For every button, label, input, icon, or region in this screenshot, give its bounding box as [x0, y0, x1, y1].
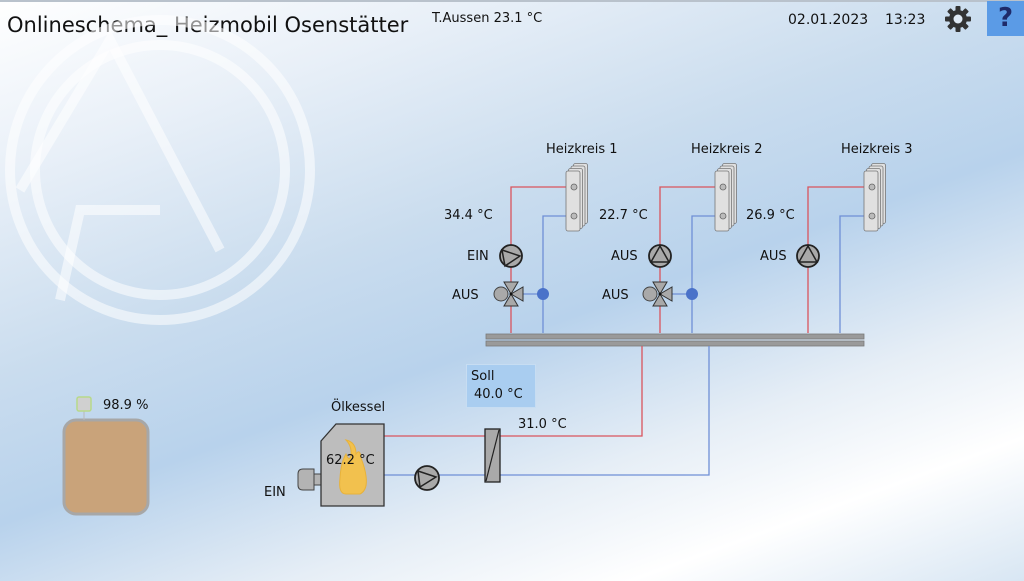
main-pipes: [384, 346, 710, 476]
radiator-circuit-2[interactable]: [714, 163, 737, 232]
date-display: 02.01.2023: [788, 12, 869, 28]
boiler-name: Ölkessel: [331, 400, 386, 415]
burner-state: EIN: [264, 485, 286, 500]
outside-temperature: T.Aussen 23.1 °C: [432, 11, 543, 26]
circuit-3-pipes: [807, 186, 871, 333]
circuit-1-return-temp: 22.7 °C: [599, 208, 648, 223]
distribution-manifold: [485, 333, 865, 347]
circuit-3-pump-state: AUS: [760, 249, 787, 264]
pump-circuit-2[interactable]: [648, 244, 672, 268]
flame-icon: [339, 439, 367, 495]
help-button[interactable]: ?: [987, 1, 1024, 36]
circuit-1-supply-temp: 34.4 °C: [444, 208, 493, 223]
time-display: 13:23: [885, 12, 926, 28]
radiator-circuit-3[interactable]: [863, 163, 886, 232]
circuit-2-name: Heizkreis 2: [691, 142, 763, 157]
circuit-2-pump-state: AUS: [611, 249, 638, 264]
pump-circuit-3[interactable]: [796, 244, 820, 268]
exchanger-temp: 31.0 °C: [518, 417, 567, 432]
mixing-valve-circuit-2[interactable]: [642, 281, 673, 307]
setpoint-box[interactable]: Soll 40.0 °C: [466, 364, 536, 408]
circuit-1-pump-state: EIN: [467, 249, 489, 264]
gear-icon[interactable]: [944, 5, 972, 33]
setpoint-value: 40.0 °C: [474, 387, 523, 402]
circuit-3-name: Heizkreis 3: [841, 142, 913, 157]
top-border: [0, 0, 1024, 2]
heat-exchanger: [484, 428, 501, 483]
radiator-circuit-1[interactable]: [565, 163, 588, 232]
tank-level-indicator: [76, 396, 92, 412]
circuit-2-mixer-state: AUS: [602, 288, 629, 303]
oil-boiler[interactable]: [297, 423, 385, 507]
oil-tank[interactable]: [62, 396, 150, 516]
watermark-logo: [5, 15, 315, 325]
circuit-2-return-temp: 26.9 °C: [746, 208, 795, 223]
sensor-dot-circuit-2: [686, 288, 698, 300]
setpoint-label: Soll: [471, 369, 495, 384]
tank-level: 98.9 %: [103, 398, 149, 413]
boiler-pump[interactable]: [414, 465, 440, 491]
pump-circuit-1[interactable]: [499, 244, 523, 268]
sensor-dot-circuit-1: [537, 288, 549, 300]
circuit-1-mixer-state: AUS: [452, 288, 479, 303]
circuit-1-name: Heizkreis 1: [546, 142, 618, 157]
mixing-valve-circuit-1[interactable]: [493, 281, 524, 307]
boiler-temp: 62.2 °C: [326, 453, 375, 468]
